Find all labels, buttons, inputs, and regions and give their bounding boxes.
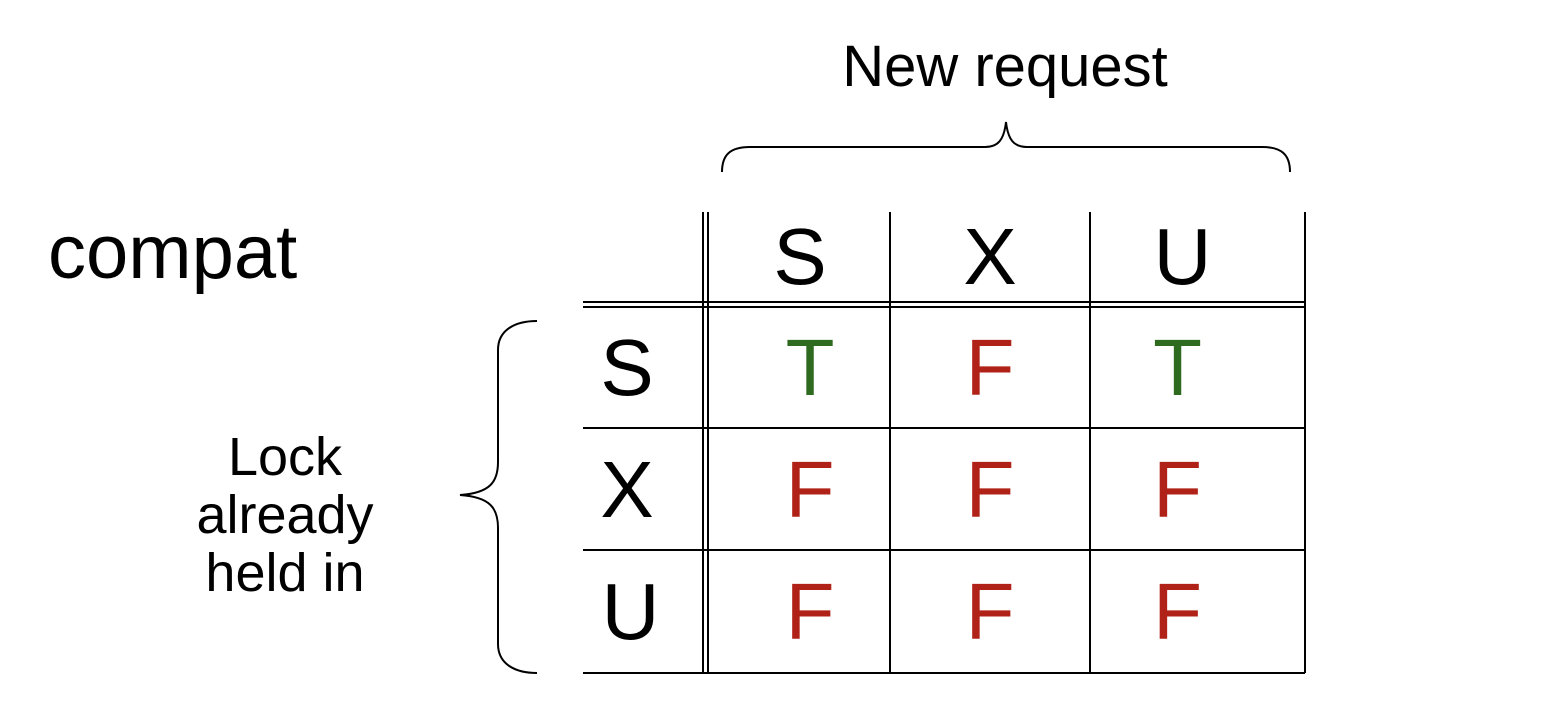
row-header: U: [601, 567, 660, 656]
row-caption: Lock already held in: [170, 428, 400, 602]
row-header: S: [600, 323, 654, 412]
column-header: X: [963, 212, 1017, 301]
row-caption-line: already: [196, 485, 374, 545]
row-brace: [459, 320, 538, 674]
compat-cell: F: [1153, 445, 1202, 534]
compat-cell: F: [965, 567, 1015, 656]
compat-cell: F: [1153, 567, 1202, 656]
column-header: S: [773, 212, 827, 301]
compat-cell: F: [965, 323, 1015, 412]
column-header: U: [1153, 212, 1212, 301]
row-caption-line: Lock: [227, 427, 343, 487]
diagram-title: compat: [48, 210, 298, 295]
column-brace: [721, 121, 1291, 173]
row-header: X: [600, 445, 654, 534]
compat-cell: F: [965, 445, 1015, 534]
compat-cell: T: [785, 323, 835, 412]
row-caption-line: held in: [205, 543, 365, 603]
compat-cell: F: [785, 567, 835, 656]
compat-cell: T: [1153, 323, 1202, 412]
column-caption: New request: [842, 34, 1168, 99]
compat-cell: F: [785, 445, 835, 534]
